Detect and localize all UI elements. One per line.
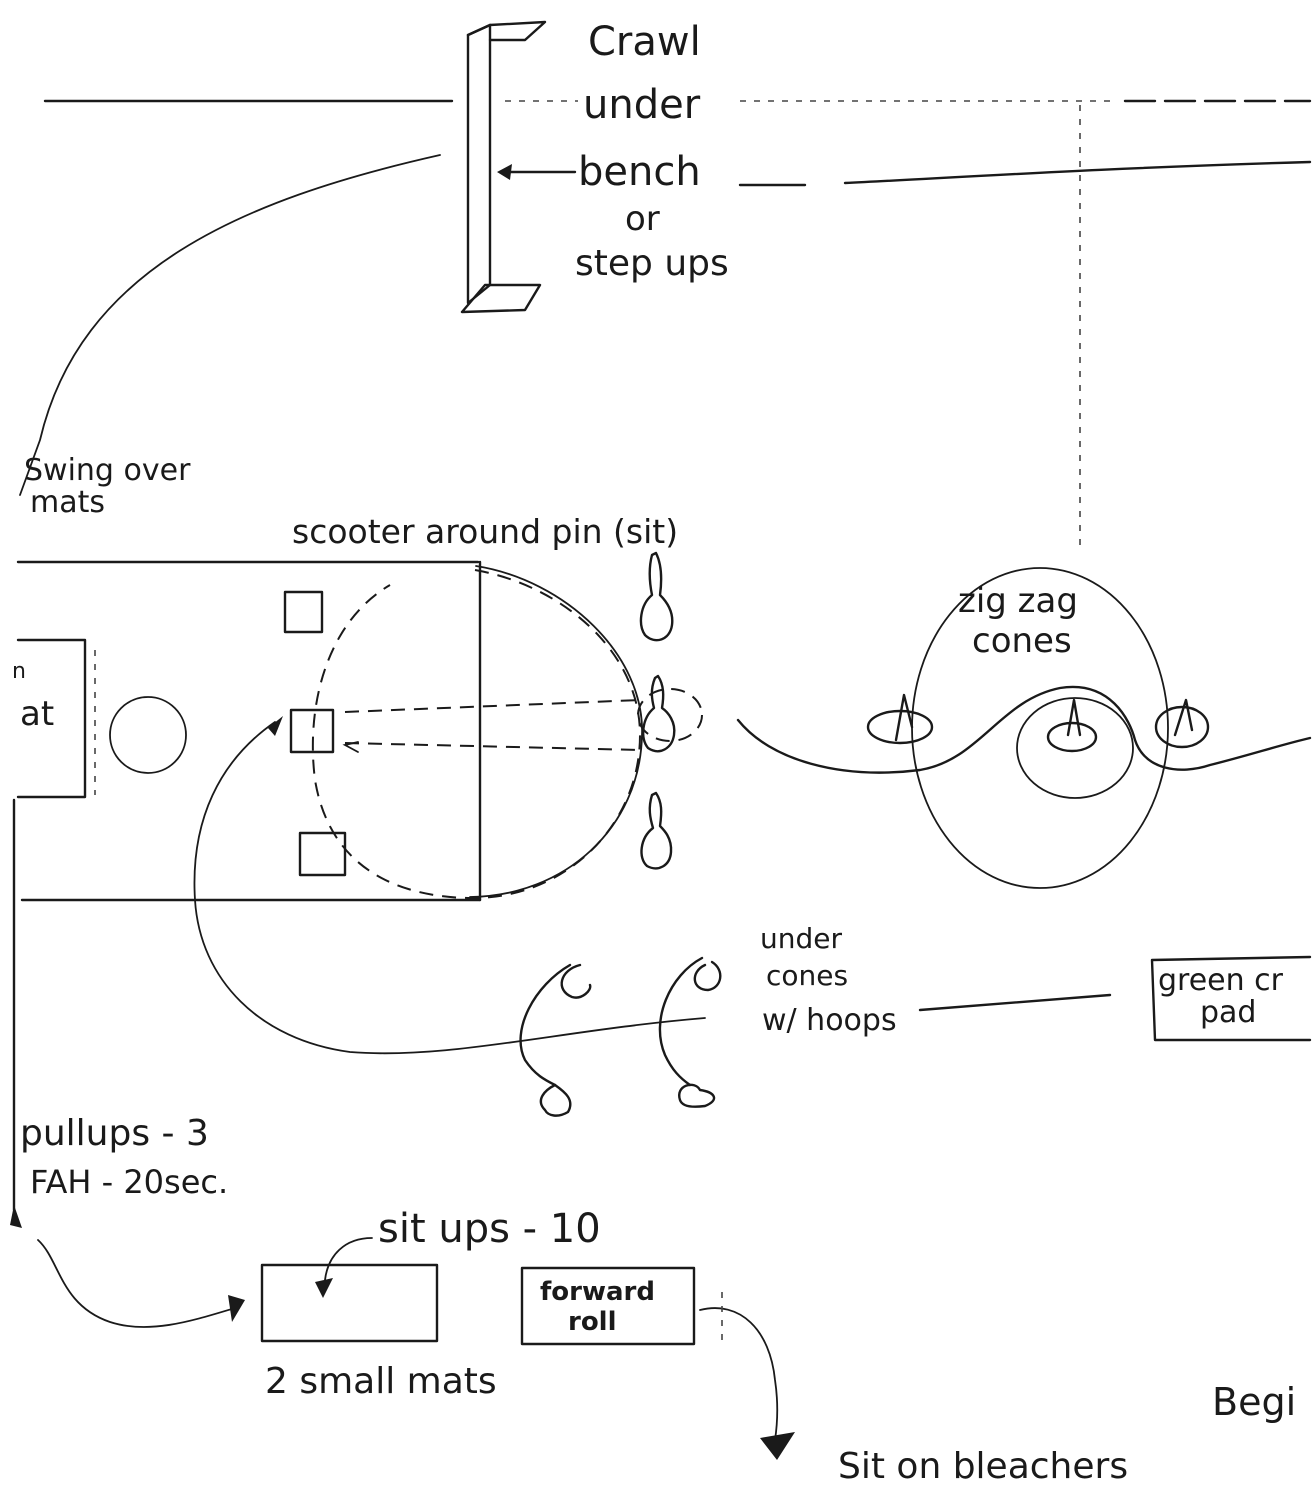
label-under: under [583,82,701,128]
label-under-cones-3: w/ hoops [762,1003,897,1038]
left-path-arrow-head-icon [10,1205,22,1228]
label-fah: FAH - 20sec. [30,1163,228,1201]
label-mat-fragment-top: n [12,659,26,684]
zigzag-cone-right [1156,700,1208,747]
bowling-pin-middle [638,676,702,751]
small-mats-box [262,1265,437,1341]
label-under-cones-1: under [760,922,842,955]
sit-ups-pointer-icon [315,1278,333,1298]
path-to-small-mats [38,1240,235,1327]
label-green-pad-2: pad [1200,995,1256,1030]
label-cones: cones [972,621,1072,661]
label-crawl: Crawl [588,19,701,65]
label-under-cones-2: cones [766,959,848,992]
scooter-dashed-circle [313,570,640,898]
label-roll: roll [568,1307,617,1337]
label-green-pad-1: green cr [1158,963,1284,998]
label-swing-over: Swing over [24,453,191,488]
path-to-bleachers [700,1308,777,1440]
path-hoops-to-green-pad [920,995,1110,1010]
label-step-ups: step ups [575,243,729,284]
small-square-top [285,592,322,632]
label-small-mats: 2 small mats [265,1361,497,1402]
label-sit-ups: sit ups - 10 [378,1206,601,1252]
sit-ups-pointer-line [325,1238,372,1280]
label-or: or [625,199,660,239]
small-mats-arrow-head-icon [228,1295,245,1322]
bowling-pin-bottom [641,793,671,868]
hoop-cone-pair-right [660,958,720,1107]
label-forward: forward [540,1277,655,1307]
label-mats: mats [30,485,105,520]
label-pullups: pullups - 3 [20,1113,209,1154]
scooter-dashed-line-top [345,700,640,712]
path-bench-right [845,162,1310,183]
bench-arrow-head-icon [497,164,512,180]
path-bench-to-swing [20,155,440,495]
scooter-solid-circle-right [470,566,642,897]
label-bench: bench [578,149,701,195]
label-begin: Begi [1212,1380,1296,1424]
loop-path-to-hoops [194,722,705,1053]
mat-circle-marker [110,697,186,773]
zigzag-cone-left [868,695,932,743]
label-zig-zag: zig zag [958,581,1078,621]
label-mat-fragment: at [20,694,54,734]
bleachers-arrow-head-icon [760,1432,795,1460]
bowling-pin-top [641,553,672,640]
zigzag-path-line [738,687,1310,773]
bench-shape [462,22,545,312]
zigzag-inner-loop [1017,698,1133,798]
zigzag-cone-middle [1048,700,1096,751]
small-square-bottom [300,833,345,875]
label-scooter: scooter around pin (sit) [292,512,678,551]
label-bleachers: Sit on bleachers [838,1446,1128,1485]
scooter-dashed-line-bottom [345,743,640,750]
